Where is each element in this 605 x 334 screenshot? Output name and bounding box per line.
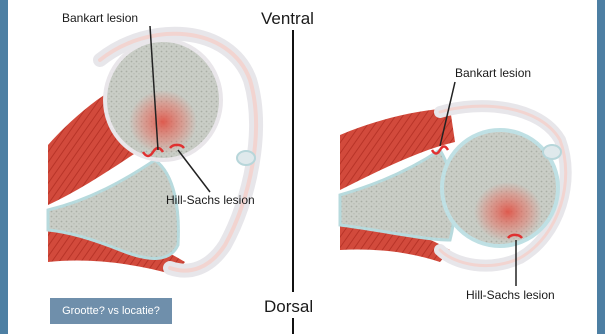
left-coracoid [237,151,255,165]
left-hill-sachs-pointer [178,150,210,192]
right-bankart-label: Bankart lesion [455,66,531,80]
left-bankart-label: Bankart lesion [62,11,138,25]
right-hill-sachs-label: Hill-Sachs lesion [466,288,555,302]
left-hill-sachs-label: Hill-Sachs lesion [166,193,255,207]
dorsal-label: Dorsal [264,297,313,317]
right-shoulder [340,82,566,286]
right-coracoid [543,145,561,159]
ventral-label: Ventral [261,9,314,29]
note-box: Grootte? vs locatie? [50,298,172,324]
left-shoulder [48,26,256,275]
